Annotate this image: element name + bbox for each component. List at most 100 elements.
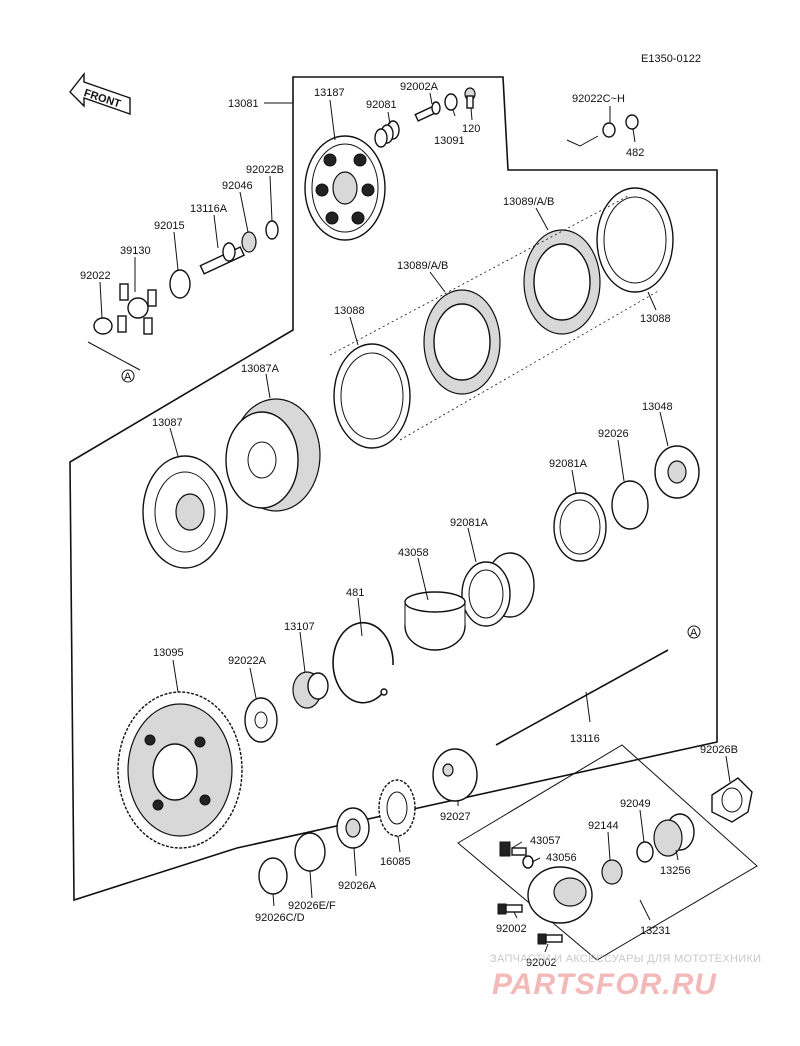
label-481: 481 xyxy=(346,587,364,599)
bearing-13256 xyxy=(653,813,695,857)
spring-92081A-mid xyxy=(461,552,535,627)
label-13256: 13256 xyxy=(660,865,691,877)
washer-92026EF xyxy=(294,832,326,872)
steel-plate-13089-mid xyxy=(423,289,501,395)
washer-92022A xyxy=(244,697,278,743)
bleeder-43057 xyxy=(499,841,527,857)
label-13116: 13116 xyxy=(570,733,600,745)
part-labels: 13081 13187 92081 92002A 13091 120 92022… xyxy=(80,81,738,969)
clutch-housing-13095 xyxy=(117,691,243,849)
seal-92049 xyxy=(636,841,654,863)
label-13088-left: 13088 xyxy=(334,305,365,317)
ref-marker-A-left xyxy=(121,369,135,383)
label-92027: 92027 xyxy=(440,811,471,823)
label-92081: 92081 xyxy=(366,99,397,111)
part-13048 xyxy=(654,445,700,499)
label-92081A-mid: 92081A xyxy=(450,517,489,529)
ref-marker-A-left-label: A xyxy=(124,371,132,383)
label-13231: 13231 xyxy=(640,925,671,937)
friction-plate-13088-right xyxy=(596,187,674,293)
sleeve-43058 xyxy=(404,591,466,651)
ring-92026 xyxy=(611,480,649,530)
label-92022B: 92022B xyxy=(246,164,284,176)
label-13089-mid: 13089/A/B xyxy=(397,260,448,272)
washer-92022CH xyxy=(602,122,616,138)
label-39130: 39130 xyxy=(120,245,151,257)
part-92027 xyxy=(432,748,478,802)
pushrod-13116 xyxy=(495,649,669,746)
label-92022A: 92022A xyxy=(228,655,267,667)
collar-13107 xyxy=(292,671,329,709)
watermark: ЗАПЧАСТИ И АКСЕССУАРЫ ДЛЯ МОТОТЕХНИКИ PA… xyxy=(490,953,761,1001)
assembly-boundary xyxy=(69,76,718,902)
label-92081A-top: 92081A xyxy=(549,458,588,470)
label-92026: 92026 xyxy=(598,428,629,440)
gear-16085 xyxy=(378,779,416,837)
label-16085: 16085 xyxy=(380,856,411,868)
label-13116A: 13116A xyxy=(190,203,228,215)
nut-482 xyxy=(625,114,639,130)
label-92022CH: 92022C~H xyxy=(572,93,625,105)
watermark-tagline: ЗАПЧАСТИ И АКСЕССУАРЫ ДЛЯ МОТОТЕХНИКИ xyxy=(490,953,761,965)
label-43058: 43058 xyxy=(398,547,429,559)
label-92015: 92015 xyxy=(154,220,185,232)
label-92022: 92022 xyxy=(80,270,111,282)
release-cylinder xyxy=(527,866,593,924)
label-92026B: 92026B xyxy=(700,744,738,756)
washer-13091 xyxy=(444,93,458,111)
clutch-hub-13087A xyxy=(225,398,321,512)
spring-92081 xyxy=(374,120,400,148)
steel-plate-13089-top xyxy=(523,229,601,335)
label-13087: 13087 xyxy=(152,417,183,429)
oring-92144 xyxy=(601,859,623,885)
leader-lines xyxy=(99,92,731,953)
bolt-92002A xyxy=(414,101,441,122)
watermark-logo: PARTSFOR.RU xyxy=(492,968,717,1001)
label-92026CD: 92026C/D xyxy=(255,912,305,924)
circlip-481 xyxy=(332,622,394,704)
label-482: 482 xyxy=(626,147,644,159)
pushrod-13116A xyxy=(199,242,245,275)
label-13107: 13107 xyxy=(284,621,315,633)
label-13081: 13081 xyxy=(228,98,259,110)
bearing-92015 xyxy=(169,269,191,299)
front-arrow-icon: FRONT xyxy=(69,71,131,115)
washer-92022B xyxy=(265,220,279,240)
label-13095: 13095 xyxy=(153,647,184,659)
label-43056: 43056 xyxy=(546,852,577,864)
label-92144: 92144 xyxy=(588,820,619,832)
bolt-120 xyxy=(464,87,476,109)
bolt-92002-b xyxy=(537,933,563,945)
ref-marker-A-right-label: A xyxy=(690,627,698,639)
label-92049: 92049 xyxy=(620,798,651,810)
cap-43056 xyxy=(522,855,534,869)
label-120: 120 xyxy=(462,123,480,135)
label-13048: 13048 xyxy=(642,401,673,413)
plate-13087 xyxy=(142,455,228,569)
label-92026EF: 92026E/F xyxy=(288,900,336,912)
label-92002-b: 92002 xyxy=(526,957,557,969)
label-92046: 92046 xyxy=(222,180,253,192)
label-13087A: 13087A xyxy=(241,363,280,375)
impeller-39130 xyxy=(117,283,157,335)
label-13089-top: 13089/A/B xyxy=(503,196,554,208)
bolt-92002-a xyxy=(497,903,523,915)
bearing-92046 xyxy=(241,231,257,253)
washer-92022 xyxy=(93,317,113,335)
cover-92026B xyxy=(711,777,753,823)
label-43057: 43057 xyxy=(530,835,561,847)
pressure-plate-13187 xyxy=(304,135,386,241)
label-92026A: 92026A xyxy=(338,880,377,892)
label-13088-right: 13088 xyxy=(640,313,671,325)
doc-code: E1350-0122 xyxy=(641,53,701,65)
label-13187: 13187 xyxy=(314,87,345,99)
friction-plate-13088-left xyxy=(333,343,411,449)
label-13091: 13091 xyxy=(434,135,465,147)
label-92002A: 92002A xyxy=(400,81,439,93)
spring-92081A-top xyxy=(553,492,607,562)
ref-marker-A-right xyxy=(687,625,701,639)
washer-92026CD xyxy=(258,857,288,895)
label-92002-a: 92002 xyxy=(496,923,527,935)
